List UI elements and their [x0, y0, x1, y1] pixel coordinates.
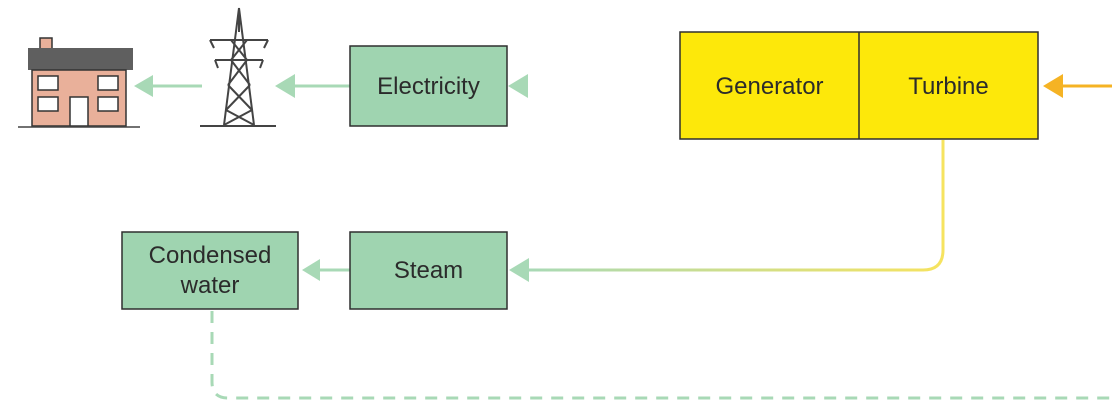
electricity-box: Electricity [349, 45, 508, 127]
arrow-generator-to-electricity [508, 74, 680, 98]
condensed-water-label-line1: Condensed [149, 242, 272, 269]
pylon-icon [200, 7, 276, 127]
generator-label: Generator [715, 73, 823, 100]
steam-box: Steam [349, 231, 508, 310]
turbine-label: Turbine [908, 73, 988, 100]
condensed-water-box: Condensed water [121, 231, 299, 310]
house-icon [18, 37, 140, 128]
arrow-turbine-input [1043, 74, 1112, 98]
arrow-pylon-to-house [134, 75, 202, 97]
dashed-return-line [210, 311, 1112, 400]
steam-label: Steam [394, 257, 463, 284]
condensed-water-label-line2: water [180, 272, 240, 299]
arrow-turbine-to-steam [509, 140, 945, 282]
generator-turbine-box: Generator Turbine [679, 31, 1039, 140]
arrow-steam-to-condensed-water [302, 259, 350, 281]
arrow-electricity-to-pylon [275, 74, 350, 98]
electricity-label: Electricity [377, 73, 480, 100]
